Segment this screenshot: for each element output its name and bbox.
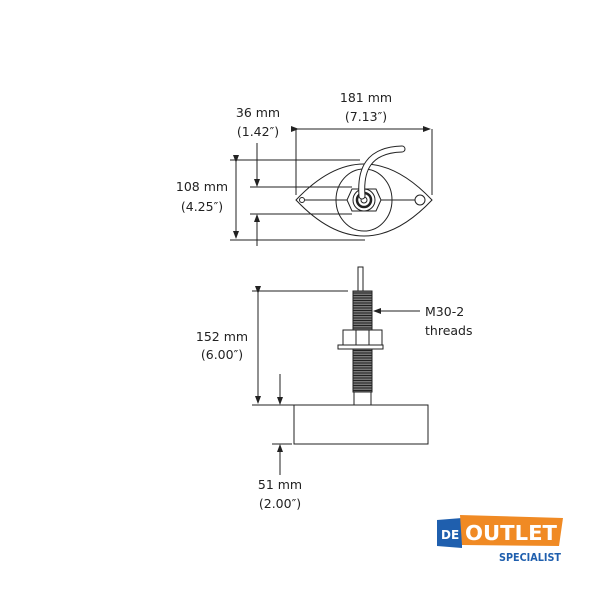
svg-text:OUTLET: OUTLET (465, 521, 557, 545)
thread-label-line2: threads (425, 323, 473, 338)
cable-stub (357, 266, 364, 293)
stem-in-label: (6.00″) (201, 347, 243, 362)
base-in-label: (2.00″) (259, 496, 301, 511)
width-in-label: (7.13″) (345, 109, 387, 124)
stem-mm-label: 152 mm (196, 329, 248, 344)
mounting-hole (299, 197, 305, 203)
mounting-plate-outline (295, 163, 433, 237)
height-mm-label: 108 mm (176, 179, 228, 194)
offset-in-label: (1.42″) (237, 124, 279, 139)
base-mm-label: 51 mm (258, 477, 302, 492)
svg-text:DE: DE (441, 528, 459, 542)
top-view: 181 mm (7.13″) 36 mm (1.42″) 108 mm (4.2… (176, 90, 433, 246)
transducer-base (293, 404, 429, 445)
width-mm-label: 181 mm (340, 90, 392, 105)
mounting-hole (414, 194, 426, 206)
thread-label-line1: M30-2 (425, 304, 464, 319)
side-view: 152 mm (6.00″) 51 mm (2.00″) M30-2 threa… (196, 266, 473, 511)
washer (337, 344, 384, 350)
offset-mm-label: 36 mm (236, 105, 280, 120)
nut (342, 329, 383, 346)
de-outlet-specialist-logo: DE OUTLET SPECIALIST (437, 515, 563, 564)
height-in-label: (4.25″) (181, 199, 223, 214)
svg-text:SPECIALIST: SPECIALIST (499, 552, 562, 564)
